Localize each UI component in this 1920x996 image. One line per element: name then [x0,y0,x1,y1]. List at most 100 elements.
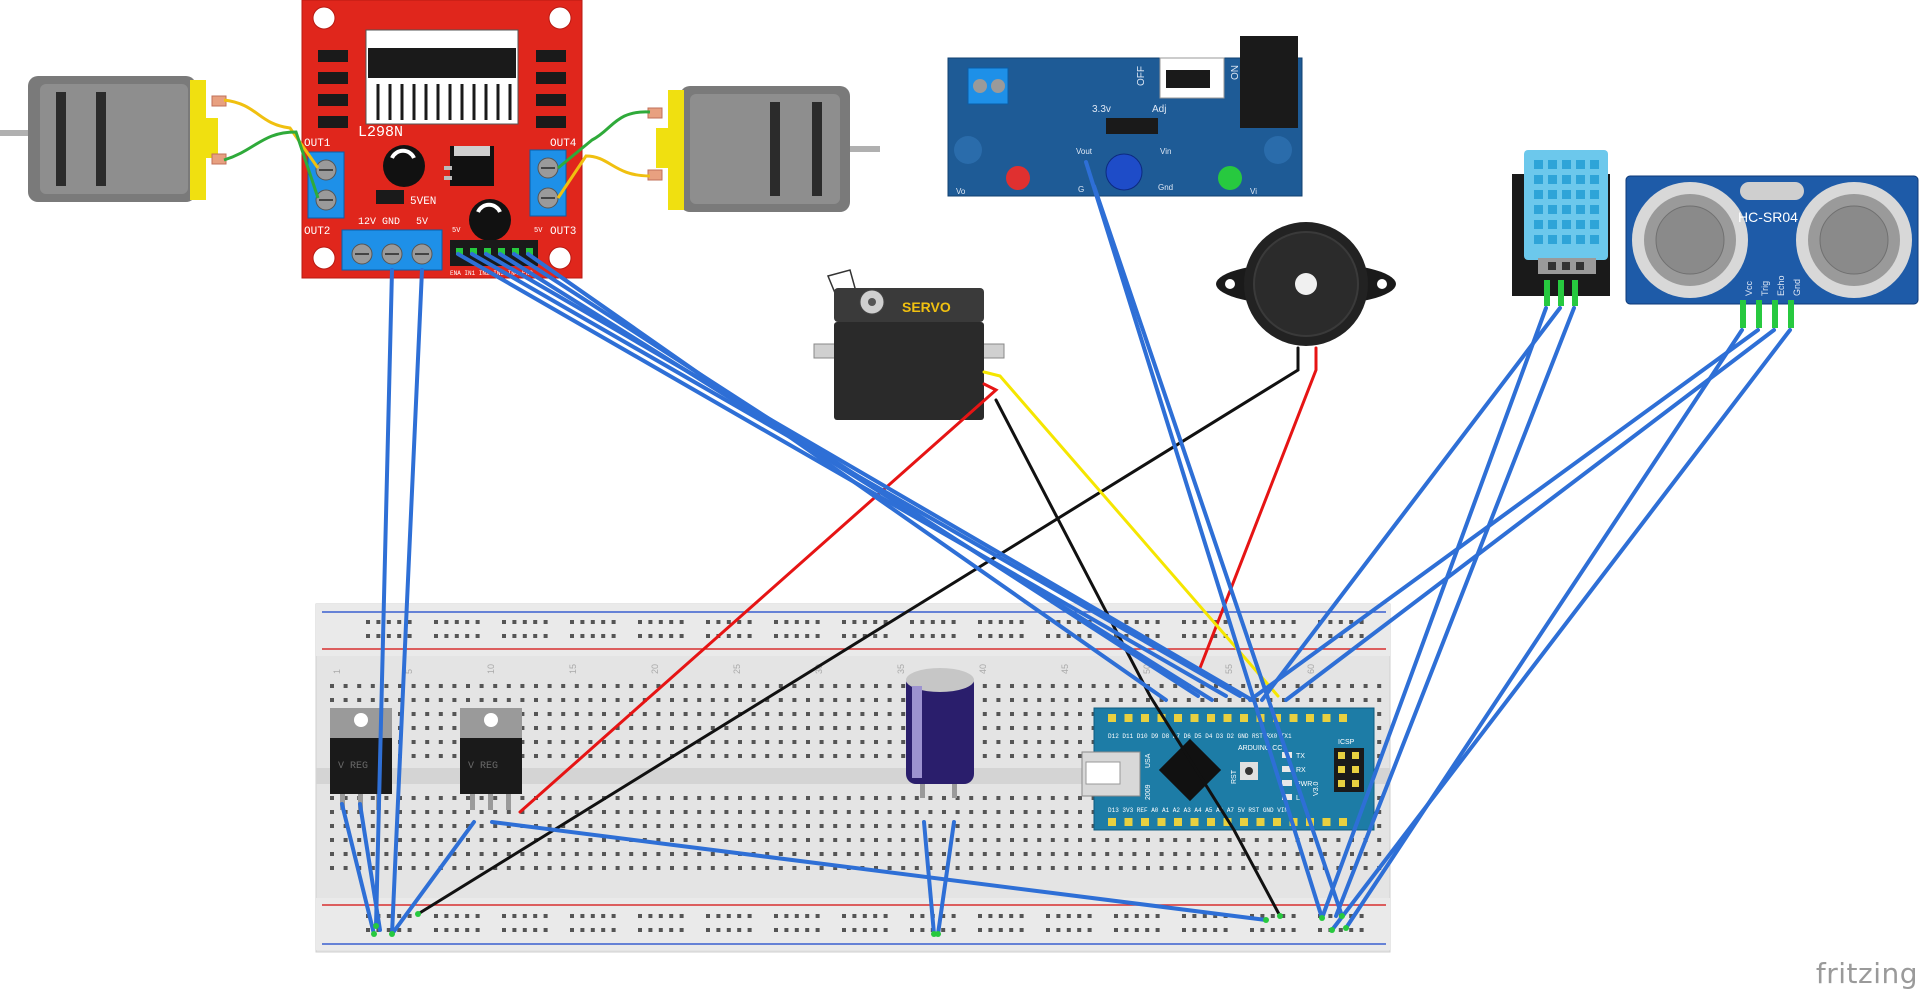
bb-hole [833,866,838,870]
bb-hole [751,698,756,702]
bb-rail-hole [998,928,1003,932]
bb-hole [874,754,878,758]
bb-hole [846,684,851,688]
bb-hole [683,698,688,702]
bb-rail-hole [716,620,721,624]
bb-hole [901,824,906,828]
bb-hole [425,852,430,856]
bb-hole [1064,740,1069,744]
bb-rail-hole [1009,620,1014,624]
bb-hole [874,726,878,730]
bb-rail-hole [454,914,459,918]
bb-rail-hole [852,928,857,932]
bb-hole [357,824,362,828]
bb-hole [751,796,756,800]
bb-rail-hole [407,620,412,624]
bb-rail-hole [407,634,412,638]
bb-hole [982,698,987,702]
bb-hole [343,796,348,800]
bb-rail-hole [930,620,935,624]
bb-hole [479,796,484,800]
bb-rail-hole [1134,620,1139,624]
bb-hole [452,754,457,758]
bb-hole [819,810,824,814]
bb-hole [438,838,443,842]
nano-country: USA [1145,753,1152,768]
bb-hole [615,796,620,800]
bb-hole [547,754,552,758]
bb-hole [683,852,688,856]
bb-hole [629,684,634,688]
bb-hole [710,712,715,716]
bb-hole [833,810,838,814]
bb-hole [792,852,797,856]
bb-hole [506,838,511,842]
bb-hole [901,852,906,856]
bb-hole [724,866,729,870]
bb-hole [887,698,892,702]
bb-hole [1010,712,1014,716]
bb-rail-hole [1192,620,1197,624]
bb-hole [656,698,661,702]
bb-hole [1214,866,1218,870]
bb-rail-hole [941,914,946,918]
bb-rail-hole [1202,928,1207,932]
bb-rail-hole [533,620,538,624]
bb-rail-hole [638,620,642,624]
bb-hole [602,684,606,688]
bb-hole [738,824,742,828]
sonar-vcc-label: Vcc [1744,280,1754,296]
bb-hole [479,698,484,702]
pin-5v-right: 5V [534,227,543,235]
dht-sensor [1512,150,1610,306]
bb-hole [1118,866,1123,870]
bb-hole [629,852,634,856]
nano-pin [1157,818,1166,826]
wire-blue [390,268,424,936]
bb-hole [683,754,688,758]
bb-hole [534,740,538,744]
bb-hole [452,810,457,814]
bb-hole [846,726,851,730]
bb-hole [765,852,770,856]
bb-hole [1023,740,1028,744]
psu-vi-label: Vi [1250,187,1257,196]
bb-hole [792,838,797,842]
bb-hole [1050,852,1055,856]
nano-pin [1273,818,1281,826]
bb-rail-hole [1019,914,1024,918]
nano-pin [1108,714,1116,722]
bb-hole [982,852,987,856]
bb-hole [642,754,647,758]
wire-blue [374,268,394,928]
bb-hole [1350,684,1354,688]
bb-hole [928,852,933,856]
bb-rail-hole [1046,928,1050,932]
bb-hole [574,852,579,856]
bb-hole [425,796,430,800]
col-num: 5 [404,669,414,674]
bb-rail-hole [784,928,789,932]
bb-hole [343,852,348,856]
bb-hole [928,810,933,814]
bb-hole [615,810,620,814]
bb-rail-hole [1087,914,1092,918]
bb-hole [724,712,729,716]
bb-hole [833,712,838,716]
bb-hole [642,852,647,856]
bb-hole [1282,852,1286,856]
bb-hole [561,726,566,730]
bb-rail-hole [638,634,642,638]
bb-hole [1350,698,1354,702]
bb-rail-hole [669,928,674,932]
dht-grille-cell [1548,190,1557,199]
bb-hole [901,838,906,842]
bb-hole [1050,712,1055,716]
bb-rail-hole [580,634,585,638]
bb-hole [860,824,865,828]
bb-hole [982,838,987,842]
bb-rail-hole [726,634,731,638]
bb-hole [602,866,606,870]
bb-hole [411,810,416,814]
bb-hole [574,712,579,716]
